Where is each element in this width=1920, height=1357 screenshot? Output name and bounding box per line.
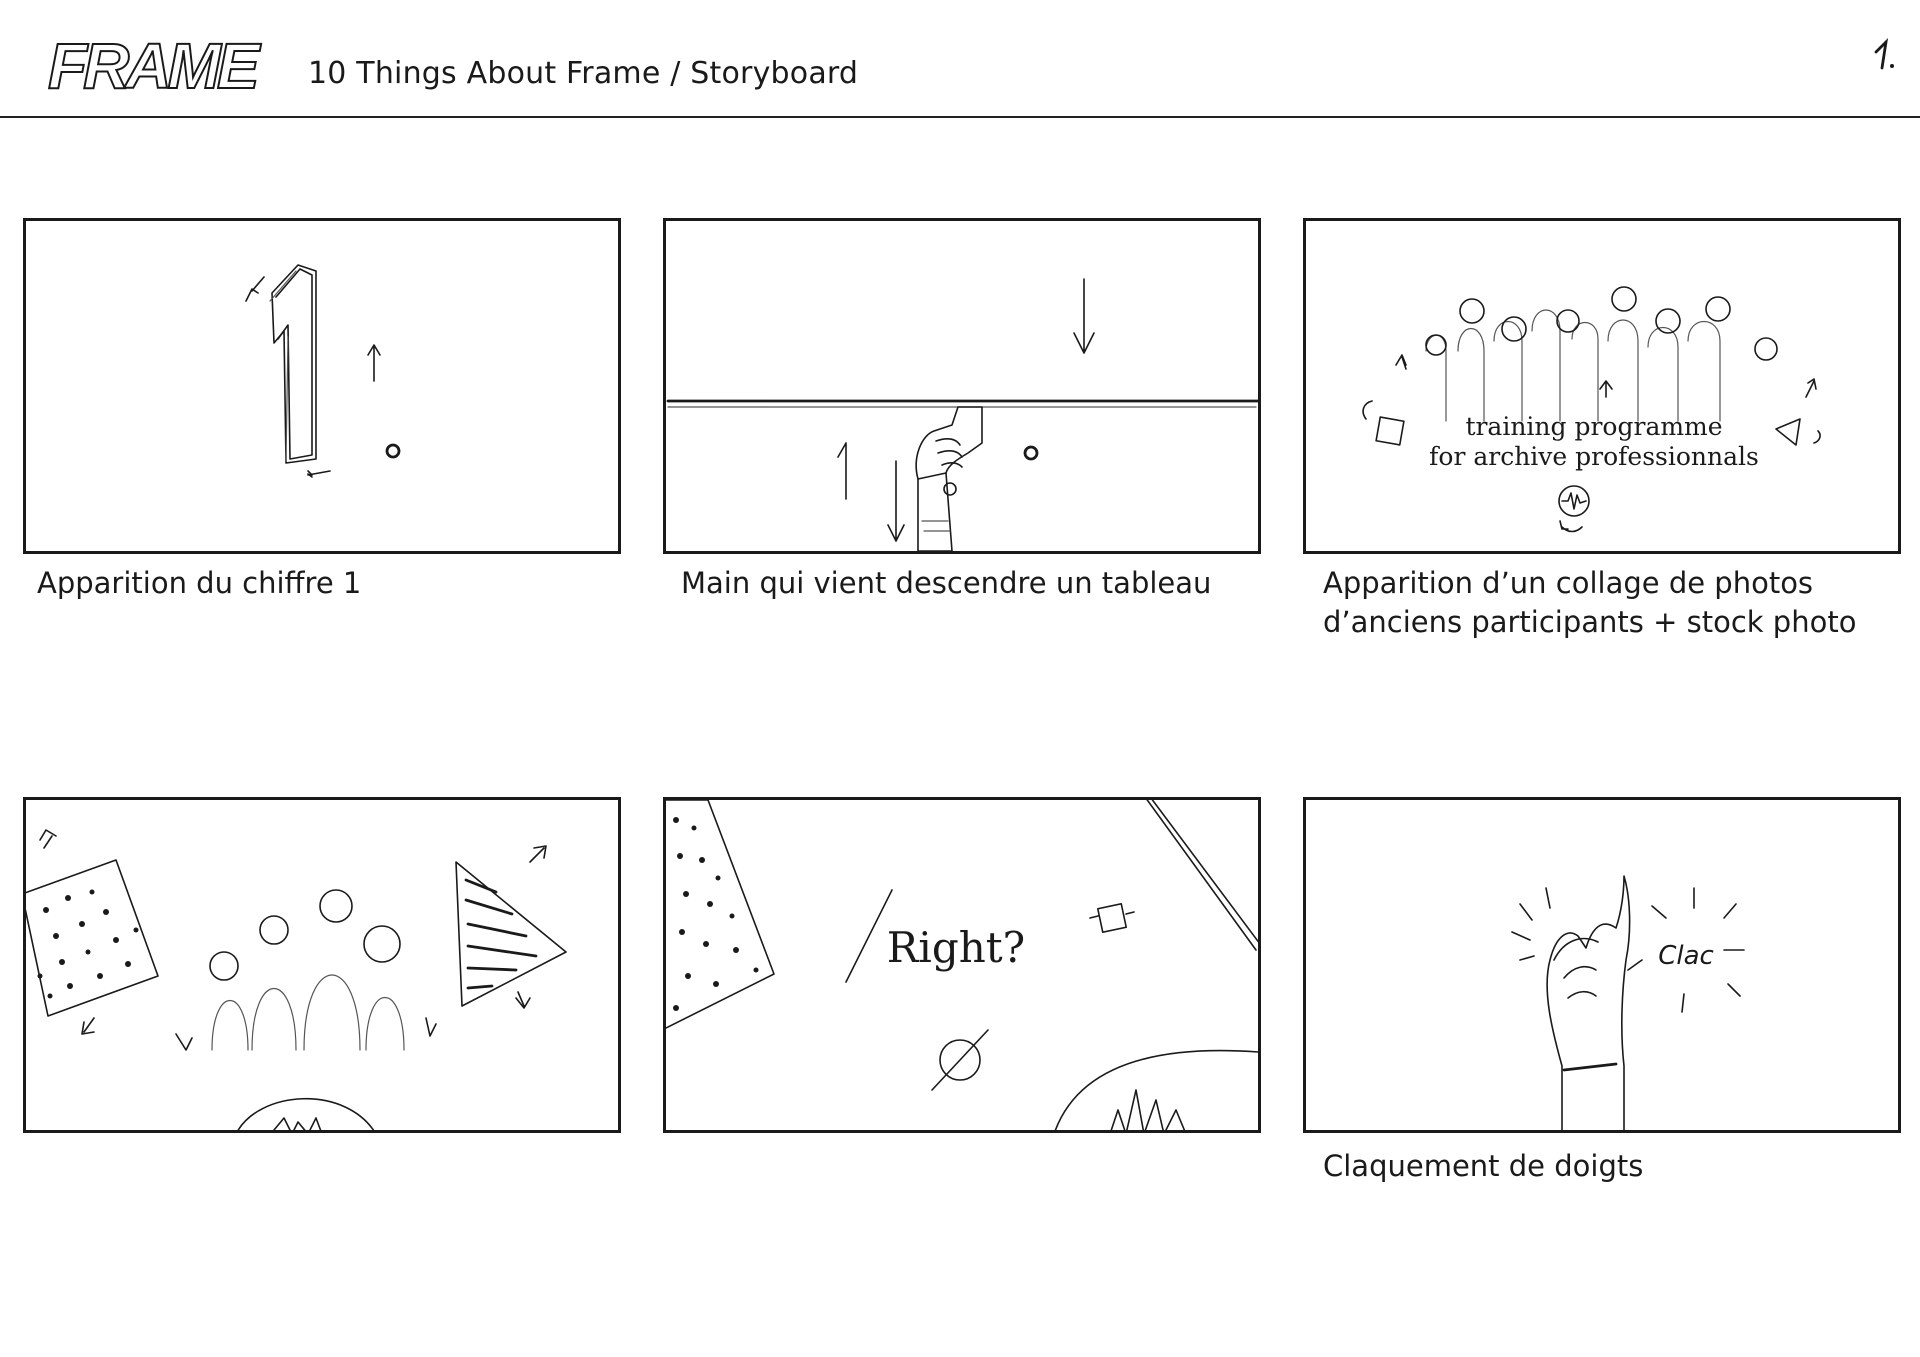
panel-2-caption: Main qui vient descendre un tableau [681,566,1212,600]
finger-snap-sketch: Clac [1511,875,1745,1130]
svg-text:Clac: Clac [1658,941,1714,971]
storyboard-panel-3: training programme for archive professio… [1303,218,1901,554]
document-title: 10 Things About Frame / Storyboard [308,56,859,91]
storyboard-panel-6: Clac [1303,797,1901,1133]
collage-closeup-sketch [26,829,567,1130]
hand-board-sketch [666,278,1258,551]
participants-collage-sketch: training programme for archive professio… [1362,286,1821,533]
panel-3-caption: Apparition d’un collage de photos d’anci… [1323,564,1856,642]
page-number: 1. [1868,36,1894,70]
svg-text:FRAME: FRAME [48,34,262,94]
right-question-sketch: Right? [666,800,1258,1130]
storyboard-panel-1 [23,218,621,554]
storyboard-panel-4 [23,797,621,1133]
storyboard-panel-2 [663,218,1261,554]
participant-figures-closeup [209,889,405,1051]
page-header: FRAME 10 Things About Frame / Storyboard… [0,0,1920,118]
svg-text:training programme: training programme [1465,412,1722,441]
number-one-sketch [245,264,401,478]
svg-text:Right?: Right? [887,923,1025,972]
participant-figures [1425,286,1778,422]
svg-text:for archive professionnals: for archive professionnals [1429,442,1759,471]
panel-1-caption: Apparition du chiffre 1 [37,566,362,600]
svg-text:1.: 1. [1868,36,1870,37]
frame-logo: FRAME [47,34,267,94]
panel-3-caption-line-1: Apparition d’un collage de photos [1323,566,1814,600]
panel-3-caption-line-2: d’anciens participants + stock photo [1323,605,1857,639]
storyboard-panel-5: Right? [663,797,1261,1133]
panel-6-caption: Claquement de doigts [1323,1149,1644,1183]
